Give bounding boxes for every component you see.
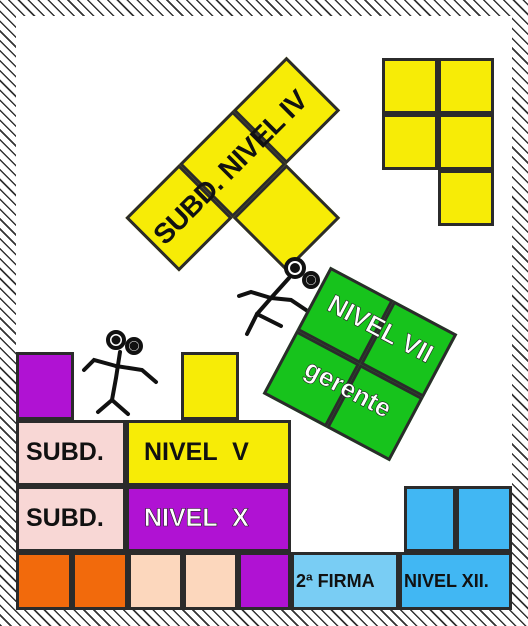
peach-cell — [183, 552, 238, 610]
yellow-cell — [438, 58, 494, 114]
row1-left-label: SUBD. — [26, 440, 104, 465]
play-area: SUBD. NIVEL IV — [16, 16, 512, 610]
peach-cell — [128, 552, 183, 610]
yellow-cell — [438, 170, 494, 226]
row3-right-label: NIVEL XII. — [404, 572, 489, 590]
yellow-cell — [181, 352, 239, 420]
blue-cell — [404, 486, 456, 552]
blue-cell — [456, 486, 512, 552]
yellow-cell — [438, 114, 494, 170]
row3-left-label: 2ª FIRMA — [296, 572, 375, 590]
orange-cell — [16, 552, 72, 610]
purple-cell — [16, 352, 74, 420]
row2-left-label: SUBD. — [26, 506, 104, 531]
row2-right-label: NIVEL X — [144, 506, 249, 531]
stick-figure-icon — [76, 326, 166, 418]
row1-right-label: NIVEL V — [144, 440, 249, 465]
yellow-cell — [382, 58, 438, 114]
yellow-cell — [382, 114, 438, 170]
orange-cell — [72, 552, 128, 610]
purple-cell — [238, 552, 291, 610]
